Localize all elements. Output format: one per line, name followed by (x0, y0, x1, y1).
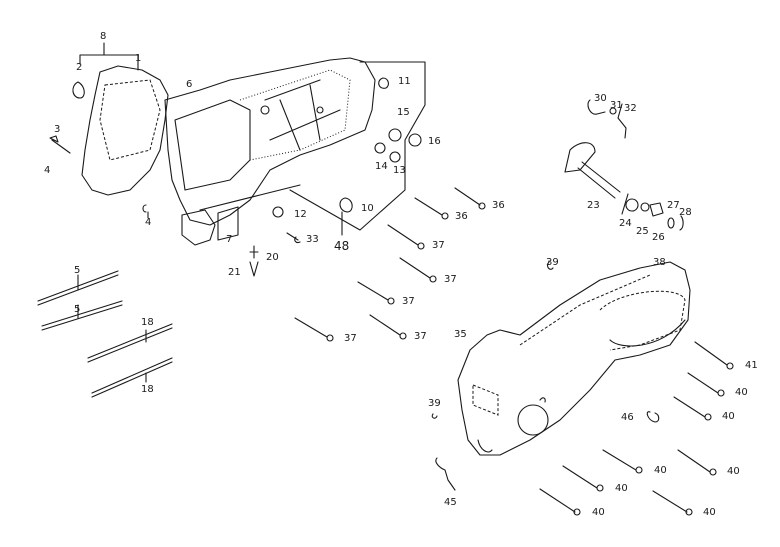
callout-36-left: 36 (455, 211, 468, 222)
callout-14: 14 (375, 161, 388, 172)
callout-45: 45 (444, 497, 457, 508)
callout-11: 11 (398, 76, 411, 87)
callout-40-e: 40 (615, 483, 628, 494)
callout-20: 20 (266, 252, 279, 263)
callout-37-e: 37 (344, 333, 357, 344)
bracket-8 (79, 42, 139, 71)
callout-46: 46 (621, 412, 634, 423)
callout-40-a: 40 (735, 387, 748, 398)
callout-13: 13 (393, 165, 406, 176)
callout-23: 23 (587, 200, 600, 211)
callout-37-a: 37 (432, 240, 445, 251)
callout-4-bottom: 4 (145, 217, 152, 228)
bolts-40 (431, 261, 734, 516)
callout-37-d: 37 (414, 331, 427, 342)
callout-24: 24 (619, 218, 632, 229)
callout-18-top: 18 (141, 317, 154, 328)
callout-3: 3 (54, 124, 61, 135)
rods (37, 270, 173, 398)
callout-39-top: 39 (546, 257, 559, 268)
group-outline-48 (289, 61, 426, 236)
callout-10: 10 (361, 203, 374, 214)
callout-26: 26 (652, 232, 665, 243)
callout-2: 2 (76, 62, 83, 73)
callout-5-top: 5 (74, 265, 81, 276)
callout-40-b: 40 (722, 411, 735, 422)
callout-37-c: 37 (402, 296, 415, 307)
bracket-7 (217, 206, 239, 241)
callout-1: 1 (135, 53, 142, 64)
callout-31: 31 (610, 100, 623, 111)
callout-4-left: 4 (44, 165, 51, 176)
callout-7: 7 (226, 234, 233, 245)
callout-16: 16 (428, 136, 441, 147)
callout-21: 21 (228, 267, 241, 278)
callout-18-bottom: 18 (141, 384, 154, 395)
callout-35: 35 (454, 329, 467, 340)
callout-12: 12 (294, 209, 307, 220)
crankcase-cover (457, 261, 691, 456)
crankcase-body (81, 57, 376, 246)
callout-40-g: 40 (703, 507, 716, 518)
callout-37-b: 37 (444, 274, 457, 285)
callout-48: 48 (334, 239, 350, 253)
callout-40-f: 40 (592, 507, 605, 518)
small-parts (49, 77, 422, 277)
callout-28: 28 (679, 207, 692, 218)
callout-30: 30 (594, 93, 607, 104)
callout-36-right: 36 (492, 200, 505, 211)
callout-27: 27 (667, 200, 680, 211)
kick-shaft-assembly (564, 99, 684, 231)
callout-15: 15 (397, 107, 410, 118)
callout-33: 33 (306, 234, 319, 245)
callout-41: 41 (745, 360, 758, 371)
callout-6: 6 (186, 79, 193, 90)
callout-8: 8 (100, 31, 107, 42)
callout-40-c: 40 (654, 465, 667, 476)
callout-5-bottom: 5 (74, 304, 81, 315)
callout-38: 38 (653, 257, 666, 268)
callout-39-bottom: 39 (428, 398, 441, 409)
bolts-36-37 (294, 187, 486, 342)
callout-32: 32 (624, 103, 637, 114)
callout-40-d: 40 (727, 466, 740, 477)
callout-25: 25 (636, 226, 649, 237)
